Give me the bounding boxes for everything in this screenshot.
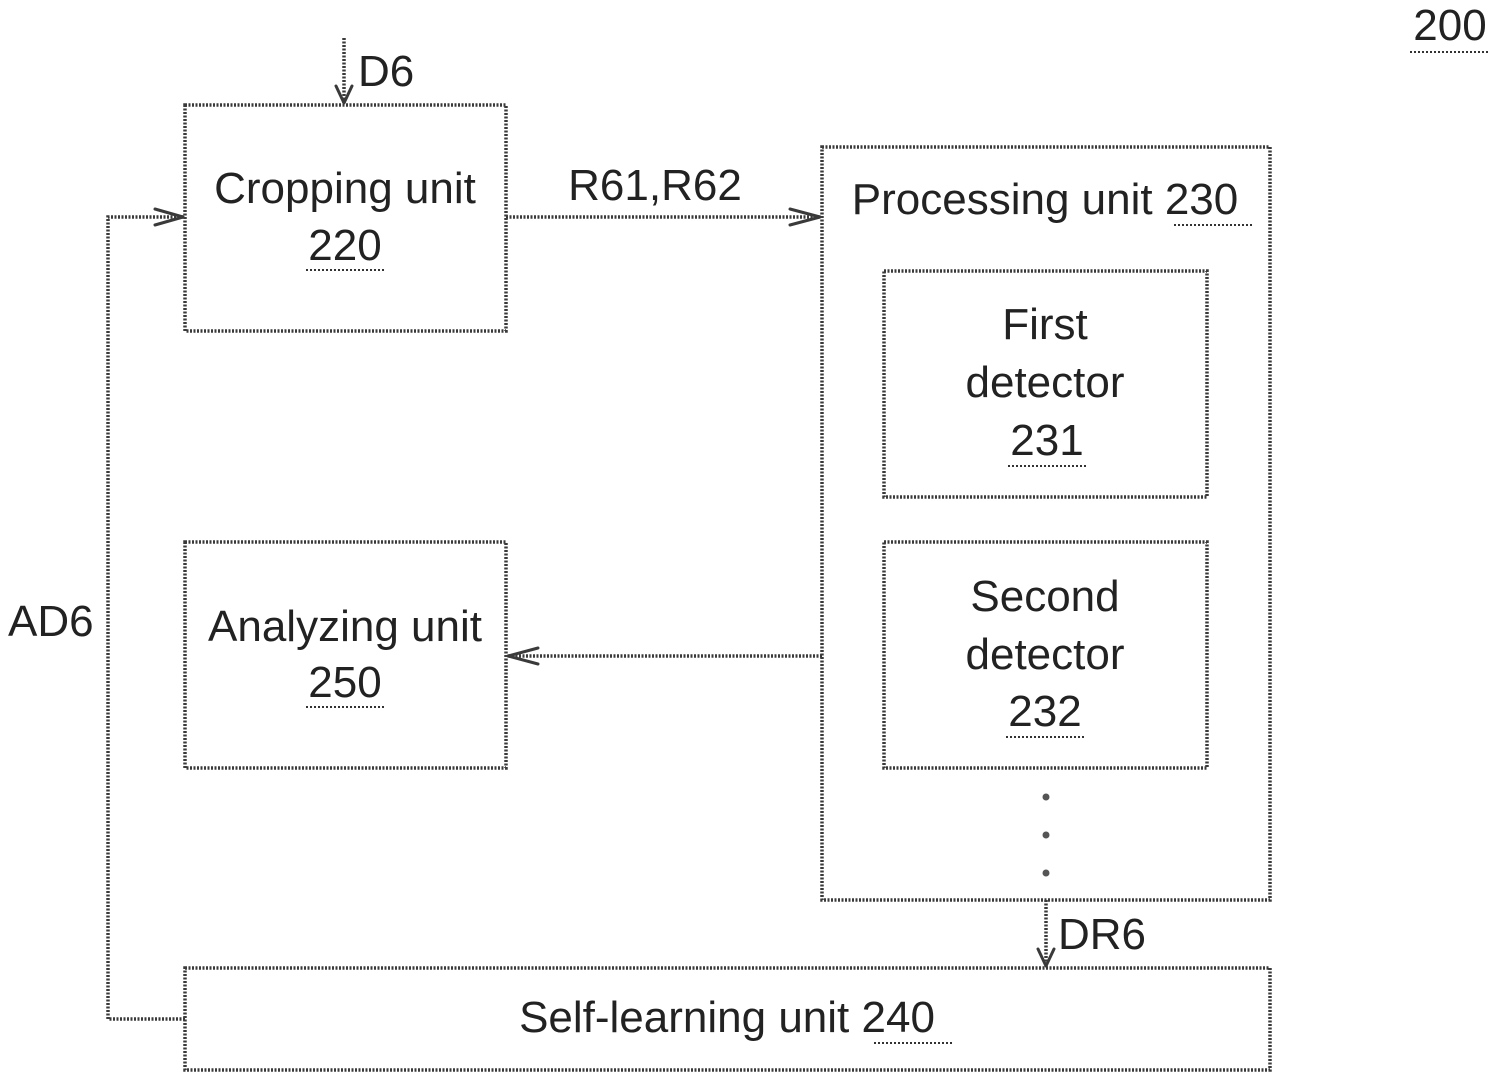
analyzing-unit-ref: 250 — [308, 658, 381, 707]
first-detector-ref: 231 — [1010, 416, 1083, 465]
second-detector-block: Second detector 232 — [884, 542, 1207, 768]
self-learning-unit-label: Self-learning unit 240 — [519, 993, 935, 1042]
input-signal-label: D6 — [358, 47, 414, 96]
self-learning-unit-block: Self-learning unit 240 — [185, 968, 1270, 1070]
feedback-signal-label: AD6 — [8, 597, 94, 646]
processing-to-analyzing-arrow — [508, 648, 822, 664]
cropping-unit-ref: 220 — [308, 221, 381, 270]
processing-unit-label: Processing unit 230 — [852, 175, 1238, 224]
processing-unit-block: Processing unit 230 — [822, 147, 1270, 900]
detection-result-label: DR6 — [1058, 910, 1146, 959]
detection-result-arrow: DR6 — [1038, 900, 1146, 966]
first-detector-block: First detector 231 — [884, 271, 1207, 497]
first-detector-line1: First — [1002, 300, 1088, 349]
feedback-arrow-ad6: AD6 — [8, 209, 185, 1019]
second-detector-line2: detector — [966, 630, 1125, 679]
figure-ref-label: 200 — [1413, 1, 1486, 50]
second-detector-ref: 232 — [1008, 687, 1081, 736]
analyzing-unit-label: Analyzing unit — [208, 602, 482, 651]
cropping-unit-label: Cropping unit — [214, 164, 476, 213]
cropped-regions-label: R61,R62 — [568, 161, 742, 210]
cropped-regions-arrow: R61,R62 — [506, 161, 820, 225]
second-detector-line1: Second — [970, 572, 1119, 621]
input-arrow-d6: D6 — [336, 38, 414, 103]
first-detector-line2: detector — [966, 358, 1125, 407]
analyzing-unit-block: Analyzing unit 250 — [185, 542, 506, 768]
cropping-unit-block: Cropping unit 220 — [185, 105, 506, 331]
